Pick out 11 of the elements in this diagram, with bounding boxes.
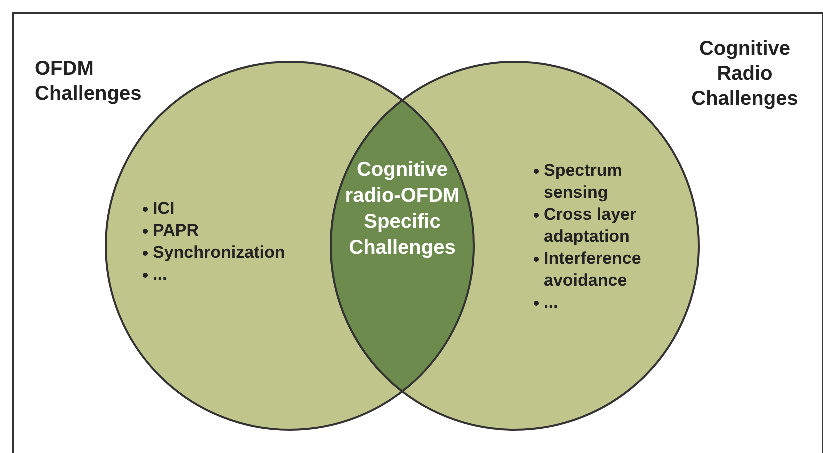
list-item: PAPR: [153, 221, 199, 240]
list-item: ...: [544, 293, 558, 312]
intersection-label: Cognitive radio-OFDM Specific Challenges: [344, 158, 461, 261]
set-heading: Cognitive Radio Challenges: [690, 37, 800, 112]
list-item: Interference avoidance: [544, 249, 642, 290]
list-item: ...: [153, 265, 168, 284]
list-item: ICI: [153, 199, 175, 218]
list-item: Cross layer adaptation: [544, 205, 637, 246]
list-item: Synchronization: [153, 243, 286, 262]
set-heading: OFDM Challenges: [35, 57, 143, 107]
list-item: Spectrum sensing: [544, 161, 622, 202]
